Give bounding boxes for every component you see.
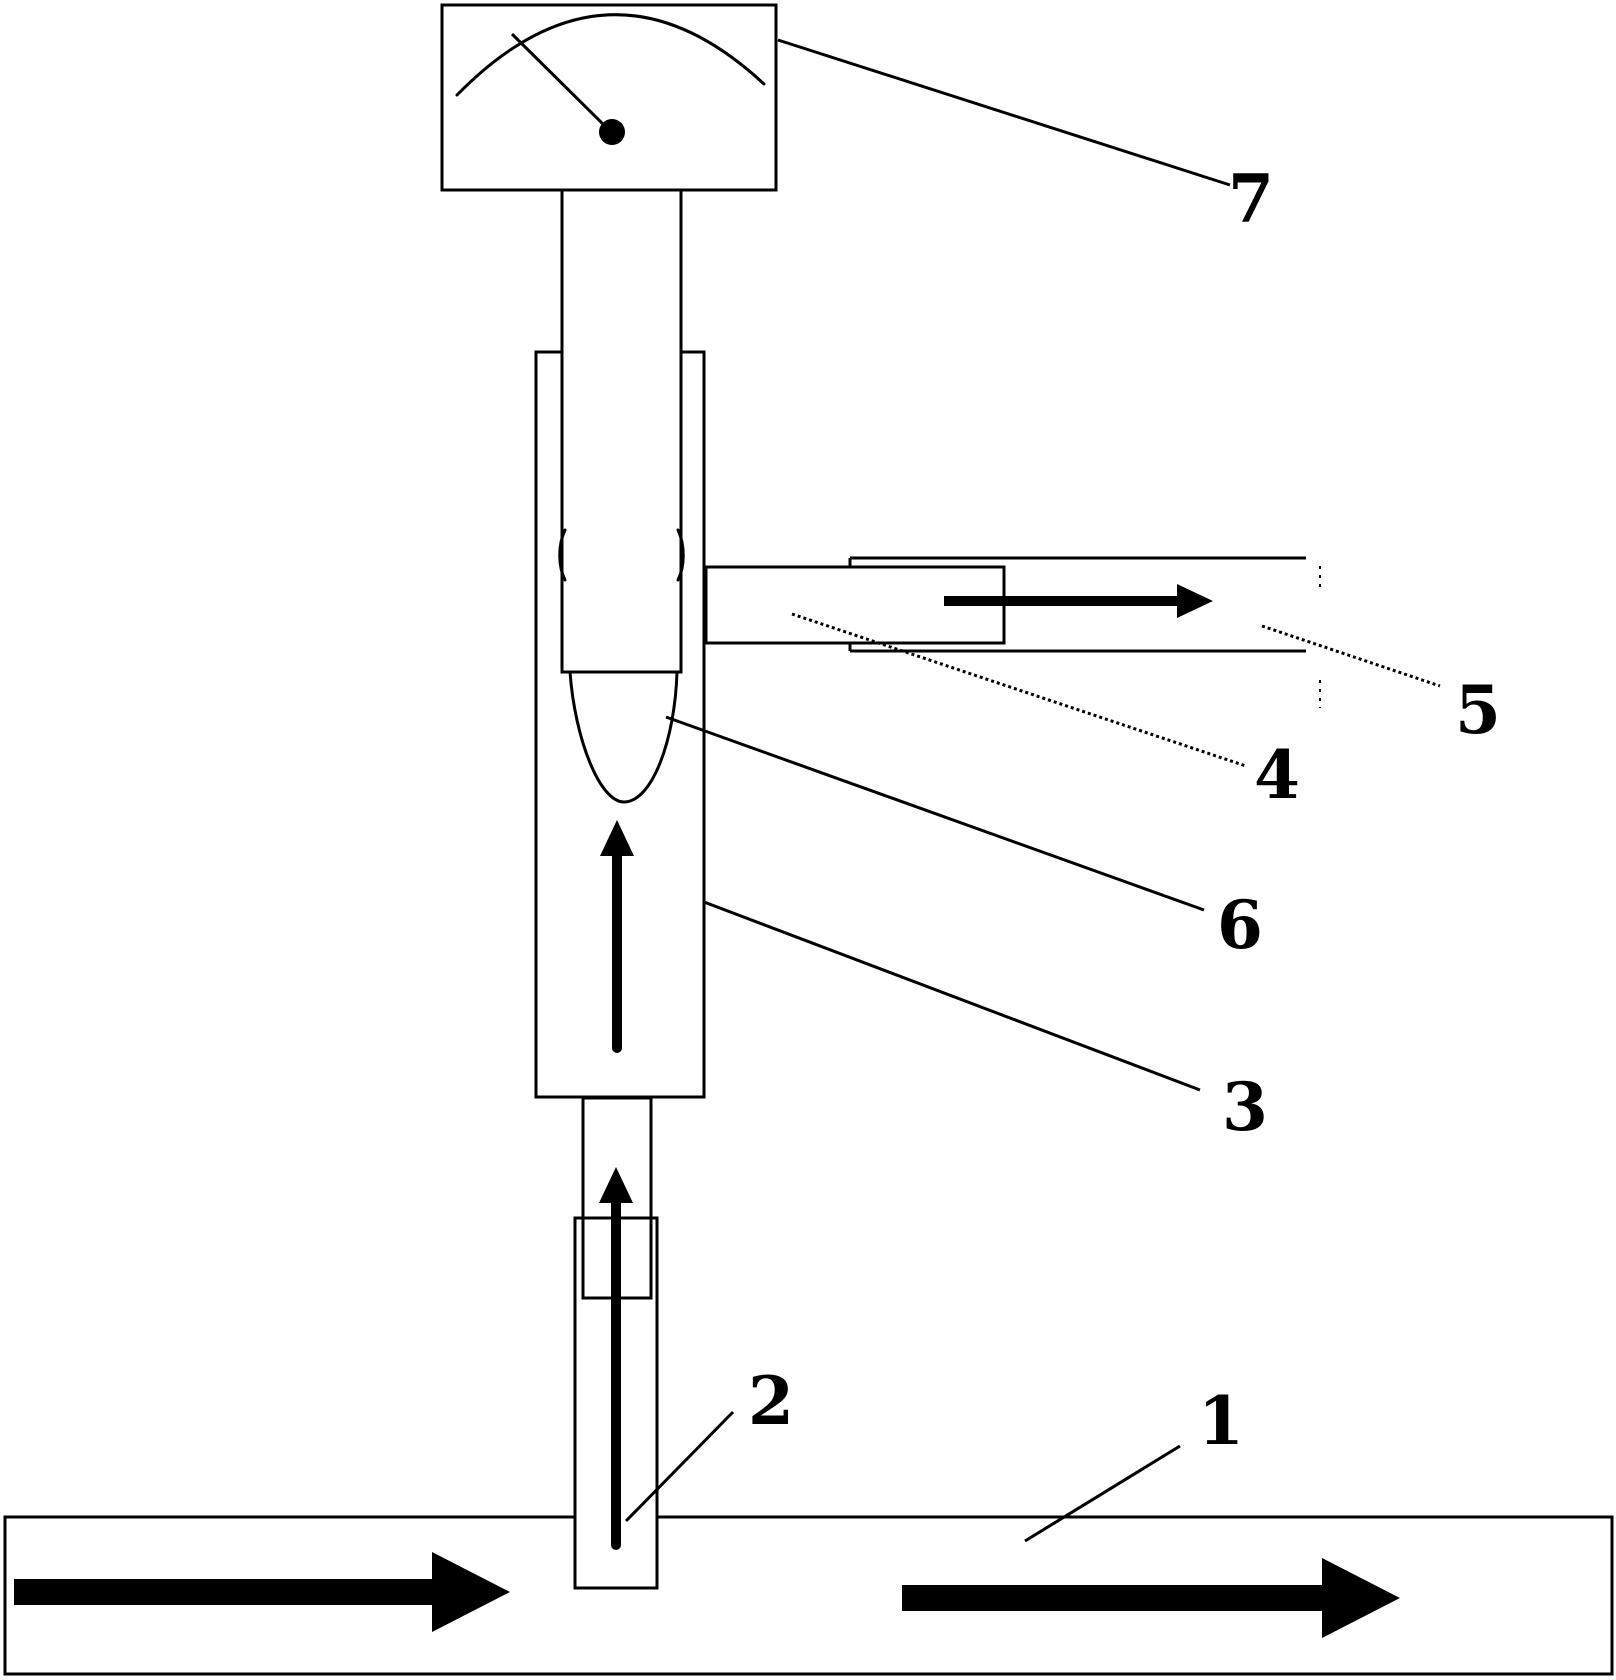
probe-stem xyxy=(558,188,685,674)
leader-line-2 xyxy=(624,1410,735,1523)
callout-label-4: 4 xyxy=(1254,736,1300,814)
leader-lines xyxy=(624,38,1441,1543)
leader-line-7 xyxy=(777,38,1231,187)
callout-label-2: 2 xyxy=(748,1362,794,1440)
main-pipe xyxy=(3,1515,1614,1676)
callout-label-3: 3 xyxy=(1222,1068,1268,1146)
leader-line-5 xyxy=(1261,624,1441,688)
extension-pipe xyxy=(848,556,1321,708)
gauge-dial-arc xyxy=(455,13,766,97)
callout-label-7: 7 xyxy=(1228,160,1274,238)
callout-label-1: 1 xyxy=(1198,1382,1244,1460)
callout-label-6: 6 xyxy=(1217,886,1263,964)
sensing-float xyxy=(568,670,679,804)
leader-line-6 xyxy=(665,715,1205,912)
gauge-pivot xyxy=(599,119,625,145)
gauge-needle xyxy=(510,32,612,133)
gauge xyxy=(440,3,778,192)
callout-label-5: 5 xyxy=(1455,671,1501,749)
leader-line-4 xyxy=(791,612,1247,768)
leader-line-1 xyxy=(1024,1444,1181,1543)
leader-line-3 xyxy=(703,900,1201,1092)
